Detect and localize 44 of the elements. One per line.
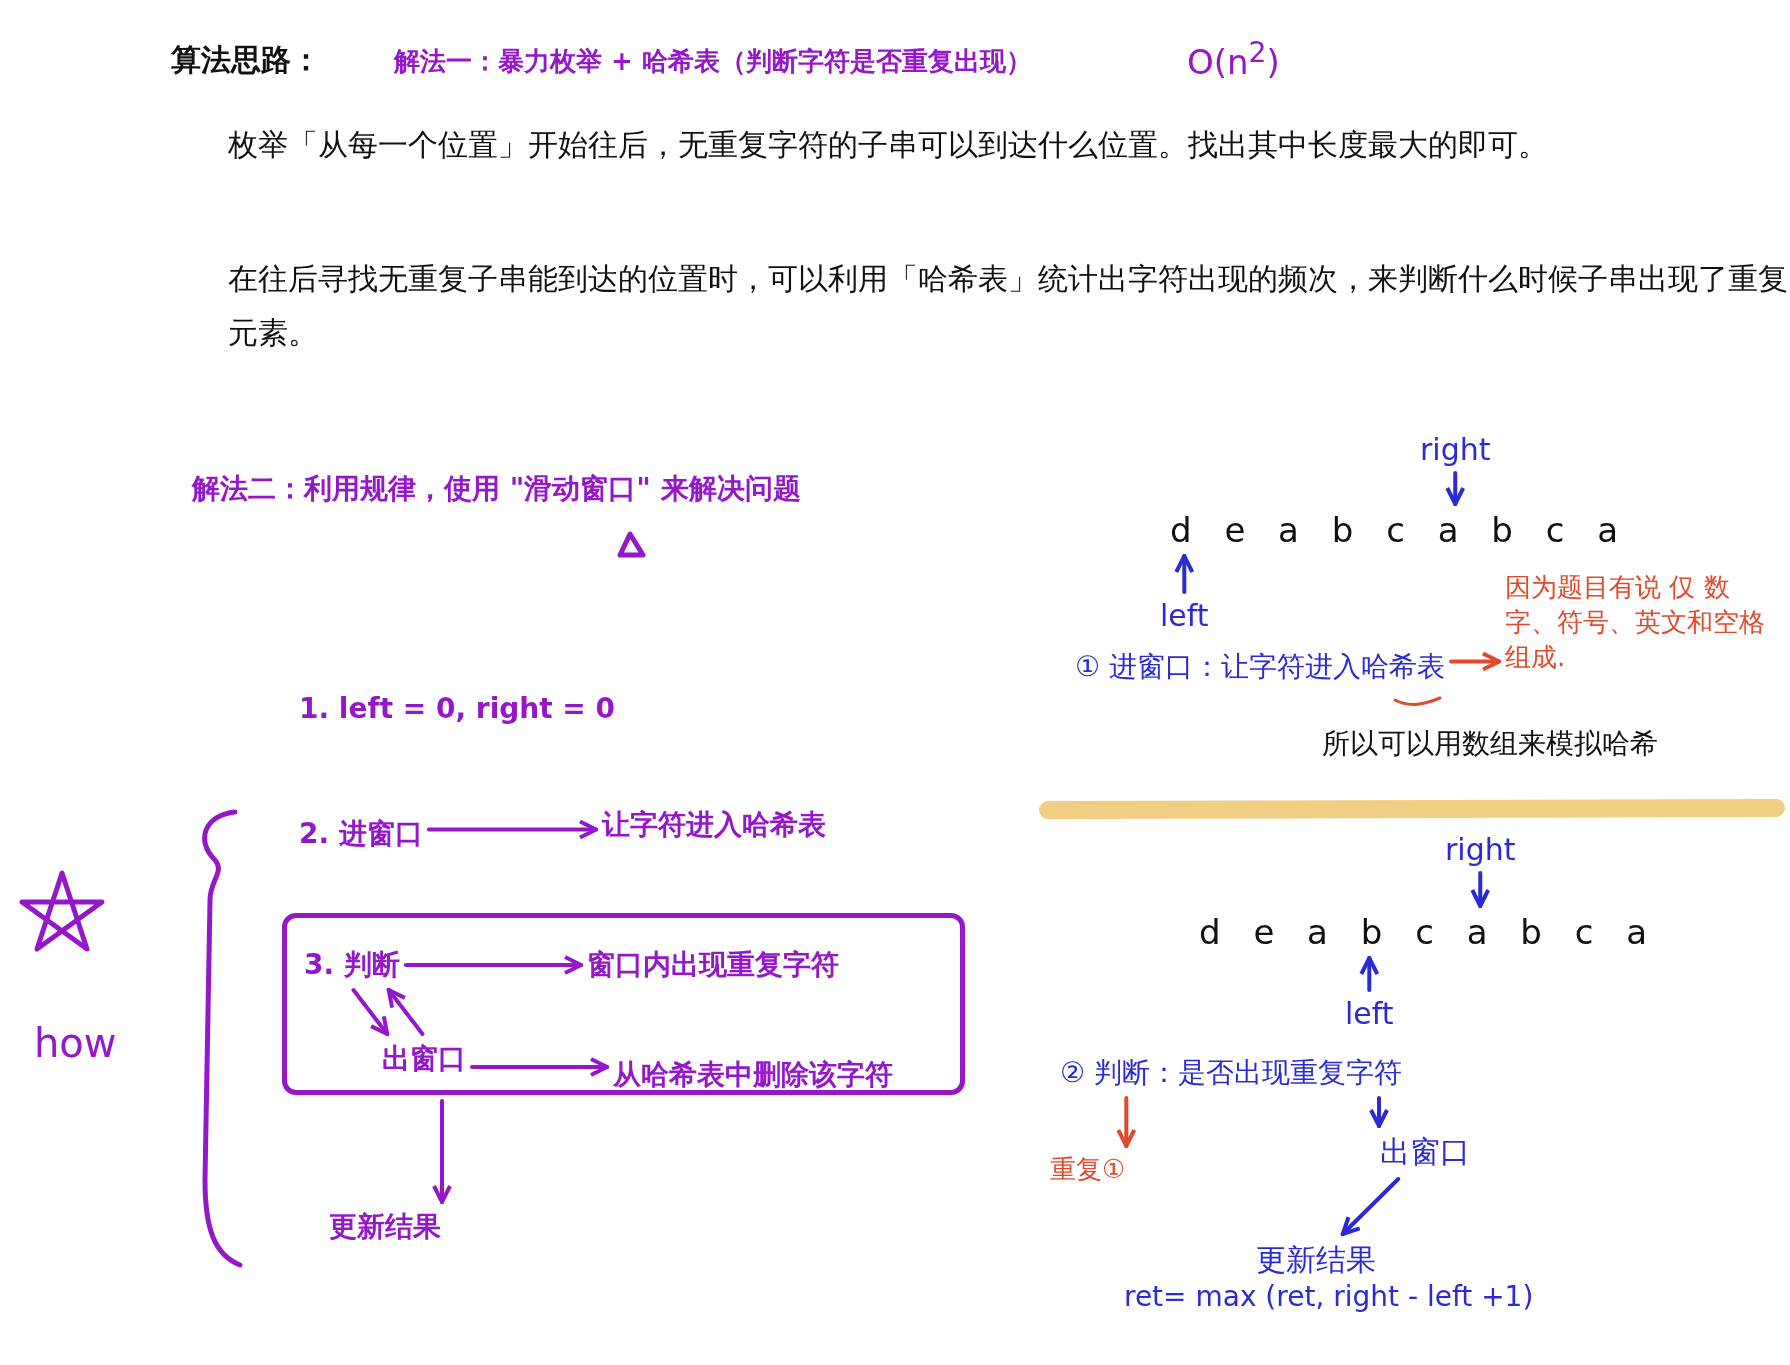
arrow [351,988,390,1036]
arrow [1340,1177,1401,1236]
step-label: 3. 判断 [304,946,400,984]
complexity-note: O(n$^{2}$) [1187,36,1280,83]
arrow [1445,471,1466,506]
arrow [470,1057,609,1077]
handwritten-note: how [34,1020,117,1066]
handwritten-note: ① 进窗口：让字符进入哈希表 [1075,648,1445,686]
arrow [386,988,425,1036]
handwritten-note: 更新结果 [1256,1240,1376,1281]
method-heading: 解法二：利用规律，使用 "滑动窗口" 来解决问题 [192,471,801,507]
handwritten-note: 出窗口 [1380,1132,1470,1173]
step-result: 让字符进入哈希表 [602,806,826,844]
step-label: 1. left = 0, right = 0 [299,692,616,725]
method-heading: 解法一：暴力枚举 + 哈希表（判断字符是否重复出现） [394,45,1032,78]
arrow [403,955,583,975]
pointer-label: right [1420,432,1491,467]
step-result: 从哈希表中删除该字符 [613,1056,893,1094]
handwritten-note: 所以可以用数组来模拟哈希 [1322,726,1658,762]
pointer-label: left [1345,996,1394,1031]
section-title: 算法思路： [171,41,321,79]
character-sequence: d e a b c a b c a [1170,510,1619,550]
arrow [1449,651,1501,672]
arrow [1369,1096,1389,1128]
body-paragraph: 枚举「从每一个位置」开始往后，无重复字符的子串可以到达什么位置。找出其中长度最大的即可。 [228,126,1549,164]
arrow [432,1099,452,1204]
arrow [426,819,598,840]
handwritten-note: ② 判断：是否出现重复字符 [1060,1054,1402,1092]
step-label: 出窗口 [382,1040,466,1078]
arrow [1174,554,1195,594]
formula-note: ret= max (ret, right - left +1) [1124,1280,1534,1313]
arrow [1470,871,1491,908]
loop-frame [282,913,965,1095]
handwritten-note: 因为题目有说 仅 数字、符号、英文和空格组成. [1505,570,1780,675]
step-label: 2. 进窗口 [299,815,423,853]
step-result: 窗口内出现重复字符 [587,946,839,984]
pointer-label: left [1160,598,1209,633]
pointer-label: right [1445,832,1516,867]
character-sequence: d e a b c a b c a [1199,912,1648,952]
arrow [1116,1096,1137,1148]
step-label: 更新结果 [329,1208,441,1246]
body-paragraph: 在往后寻找无重复子串能到达的位置时，可以利用「哈希表」统计出字符出现的频次，来判断什么时候子串出现了重复元素。 [228,260,1788,352]
handwritten-note: 重复① [1050,1152,1126,1187]
arrow [1359,956,1380,992]
